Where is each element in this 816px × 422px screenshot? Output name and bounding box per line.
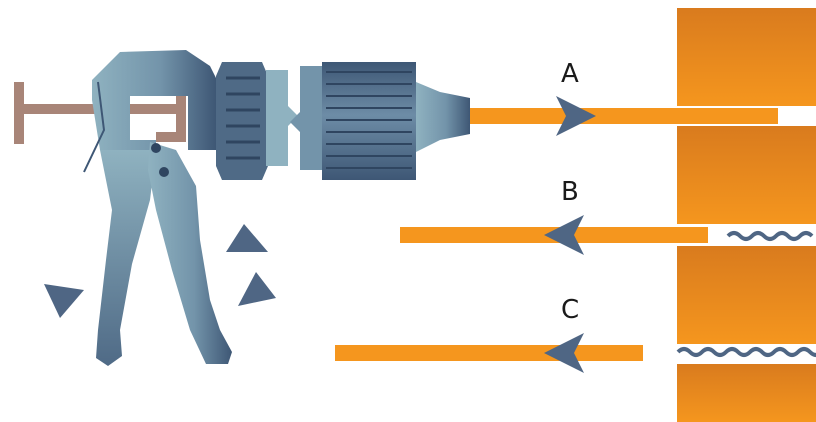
wire-clip [83, 81, 106, 173]
sealant-wave-c [676, 347, 816, 357]
wall [677, 8, 816, 422]
debris [44, 224, 276, 318]
rod-c: C [335, 295, 643, 373]
trigger-pin [159, 167, 169, 177]
gun-coupling [216, 62, 268, 180]
cylinder-ribs [326, 71, 412, 169]
wall-block-1 [677, 8, 816, 106]
plunger-hook [156, 96, 186, 142]
cartridge-front [290, 66, 324, 170]
rod-c-bar [335, 345, 643, 361]
gun-trigger [148, 142, 232, 364]
coupling-ridges [226, 76, 260, 160]
wall-block-3 [677, 246, 816, 344]
arrow-left-icon [544, 333, 584, 373]
trigger-pivot [151, 143, 161, 153]
rod-a: A [470, 59, 778, 136]
rod-a-bar [470, 108, 778, 124]
rod-a-label: A [561, 59, 579, 89]
caulking-gun-icon [14, 50, 470, 366]
gun-grip [96, 150, 156, 366]
cartridge-back [266, 70, 298, 166]
rod-c-label: C [561, 295, 579, 325]
wall-block-2 [677, 126, 816, 224]
sealant-wave-b [726, 231, 814, 241]
debris-icon [226, 224, 268, 252]
gun-nozzle [416, 82, 470, 152]
wall-block-4 [677, 364, 816, 422]
debris-icon [44, 284, 84, 318]
gun-frame [92, 50, 216, 150]
arrow-right-icon [556, 96, 596, 136]
rod-b: B [400, 177, 708, 255]
rod-b-label: B [561, 177, 579, 207]
arrow-left-icon [544, 215, 584, 255]
debris-icon [238, 272, 276, 306]
